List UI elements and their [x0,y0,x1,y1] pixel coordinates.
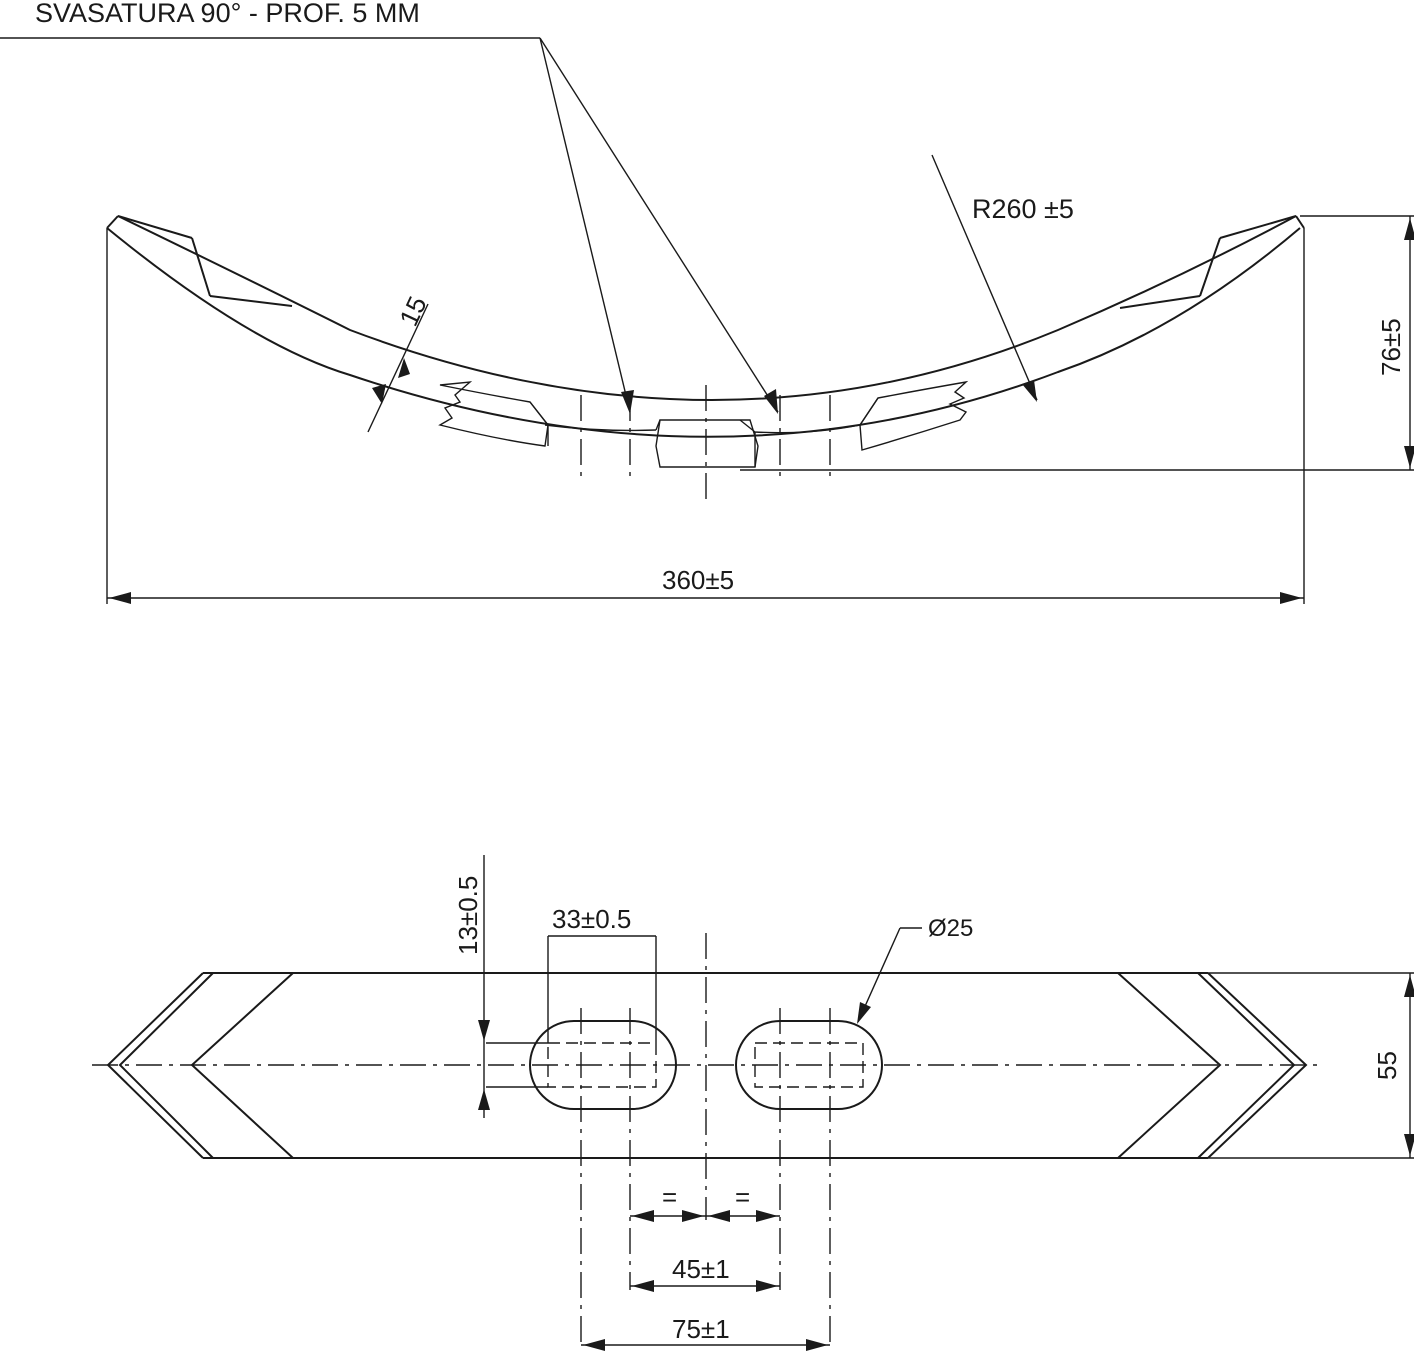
outer-spacing-dimension [581,1339,830,1351]
length-label: 360±5 [662,565,734,595]
slot-offset-label: 13±0.5 [453,876,483,955]
countersink-note: SVASATURA 90° - PROF. 5 MM [35,0,420,28]
width-label: 55 [1372,1051,1402,1080]
slot-length-label: 33±0.5 [552,904,631,934]
plan-view: 13±0.5 33±0.5 Ø25 55 [92,855,1414,1351]
length-dimension [106,228,1305,604]
outer-spacing-label: 75±1 [672,1314,730,1344]
slot-centerlines-side [580,385,831,505]
hole-diameter-label: Ø25 [928,915,973,942]
slot-centerlines-plan [580,1008,831,1345]
thickness-label: 15 [393,292,432,331]
section-hatch [438,380,969,468]
equal-left-label: = [662,1182,677,1212]
equal-right-label: = [735,1182,750,1212]
hole-diameter-leader [857,927,922,1024]
width-dimension [1208,972,1414,1159]
countersink-note-leader [0,37,779,414]
radius-label: R260 ±5 [972,194,1074,224]
height-label: 76±5 [1376,318,1406,376]
slot-left [486,1020,677,1110]
slot-offset-dimension [478,855,490,1118]
slot-length-dimension [547,935,657,1043]
side-view: SVASATURA 90° - PROF. 5 MM [0,0,1414,604]
radius-dimension [931,154,1038,402]
equal-spacing-dimension [630,1210,780,1222]
height-dimension [740,215,1414,471]
blade-profile [106,215,1305,438]
inner-spacing-label: 45±1 [672,1254,730,1284]
thickness-dimension [367,303,429,433]
inner-spacing-dimension [630,1280,780,1292]
slot-right [735,1020,883,1110]
